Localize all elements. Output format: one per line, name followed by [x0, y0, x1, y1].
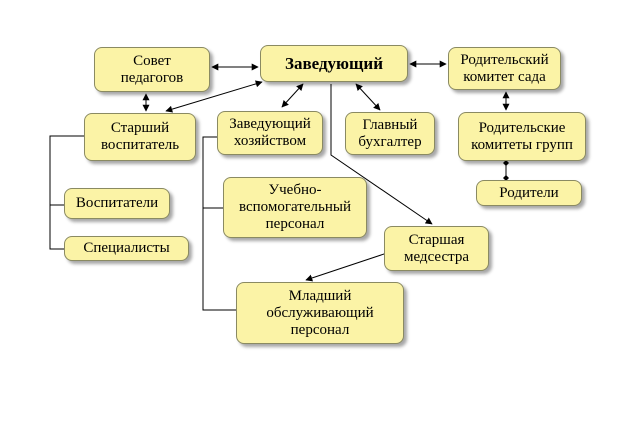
specialists-node: Специалисты — [64, 236, 189, 261]
senior-educator-node: Старший воспитатель — [84, 113, 196, 161]
senior-educator-branch — [49, 135, 84, 250]
council-node: Совет педагогов — [94, 47, 210, 92]
parents-node: Родители — [476, 180, 582, 206]
head-nurse-link — [330, 84, 433, 225]
household-head-node: Заведующий хозяйством — [217, 111, 323, 155]
parent-committee-node: Родительский комитет сада — [448, 47, 561, 90]
group-committees-node: Родительские комитеты групп — [458, 112, 586, 161]
chief-accountant-node: Главный бухгалтер — [345, 112, 435, 155]
head-accountant-link — [355, 83, 381, 111]
junior-staff-node: Младший обслуживающий персонал — [236, 282, 404, 344]
head-senior-educator-link — [165, 80, 263, 113]
support-staff-node: Учебно- вспомогательный персонал — [223, 177, 367, 238]
household-branch — [202, 136, 236, 311]
educators-node: Воспитатели — [64, 188, 170, 219]
nurse-junior-link — [305, 251, 391, 282]
senior-nurse-node: Старшая медсестра — [384, 226, 489, 271]
head-household-link — [281, 83, 304, 108]
head-node: Заведующий — [260, 45, 408, 82]
